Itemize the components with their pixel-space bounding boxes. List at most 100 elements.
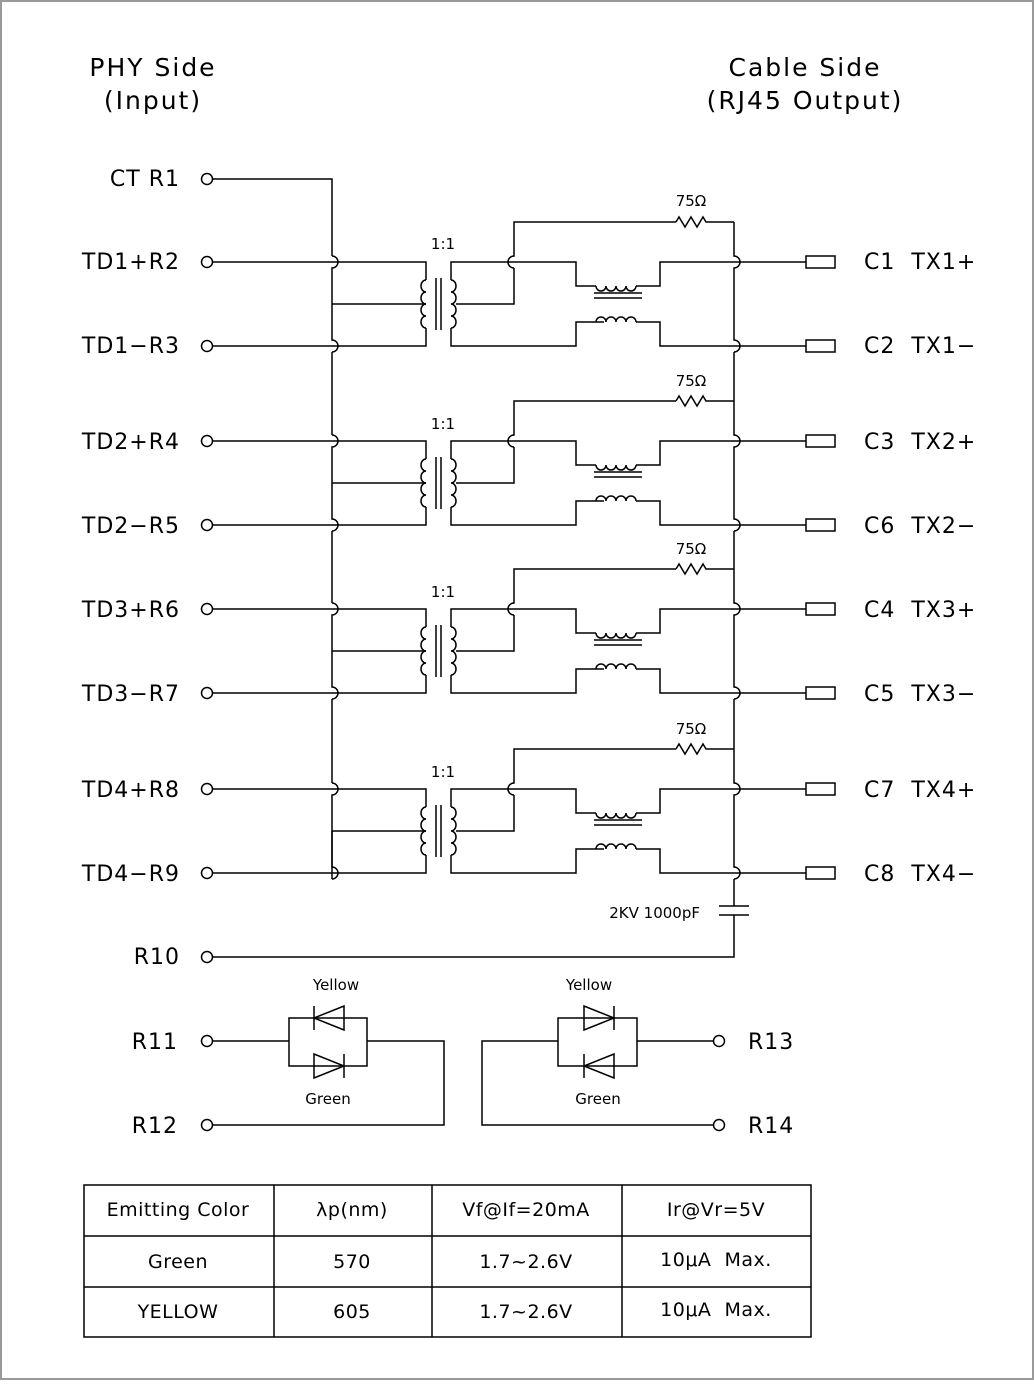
channel-3: TD3+R6 TD3−R7 C4 TX3+ C5 TX3− 1:1 75Ω <box>81 540 975 707</box>
wire <box>213 328 427 347</box>
wire <box>213 440 427 459</box>
capacitor-label: 2KV 1000pF <box>609 904 700 922</box>
resistor-label: 75Ω <box>676 720 707 738</box>
transformer-ratio-label: 1:1 <box>431 763 455 781</box>
phy-side-title: PHY Side <box>89 53 216 82</box>
r10-label: R10 <box>134 945 180 970</box>
pin-label-td1-minus: TD1−R3 <box>81 334 180 359</box>
led-right-bottom-color: Green <box>575 1090 620 1108</box>
transformer-secondary-coil <box>450 626 457 676</box>
resistor-75-ohm <box>675 742 734 756</box>
wire <box>456 447 515 484</box>
wire <box>456 795 515 832</box>
rj45-pin <box>805 255 836 269</box>
table-header-cell: Ir@Vr=5V <box>667 1199 765 1221</box>
table-header-cell: Emitting Color <box>107 1199 250 1221</box>
pin-circle <box>200 1118 214 1132</box>
wire <box>507 748 676 796</box>
wire <box>507 221 676 269</box>
table-cell: 570 <box>333 1251 371 1273</box>
table-cell: 10μA Max. <box>660 1299 772 1321</box>
choke-coil-bottom <box>595 663 637 670</box>
channel-2: TD2+R4 TD2−R5 C3 TX2+ C6 TX2− 1:1 75Ω <box>81 372 976 539</box>
rj45-pin <box>805 782 836 796</box>
rj45-pin <box>805 339 836 353</box>
pin-circle <box>200 866 214 880</box>
wire <box>733 222 741 353</box>
wire <box>636 500 728 526</box>
led-spec-table: Emitting Color λp(nm) Vf@If=20mA Ir@Vr=5… <box>107 1199 772 1323</box>
wire <box>733 569 741 700</box>
phy-side-subtitle: (Input) <box>104 86 202 115</box>
led-diode-yellow <box>311 1004 345 1032</box>
pin-circle <box>712 1118 726 1132</box>
table-header-cell: λp(nm) <box>316 1199 388 1221</box>
wire <box>636 321 728 347</box>
wire <box>514 608 596 634</box>
pin-label-td4-minus: TD4−R9 <box>81 862 180 887</box>
pin-circle <box>200 950 214 964</box>
table-cell: 1.7~2.6V <box>479 1301 572 1323</box>
transformer-ratio-label: 1:1 <box>431 583 455 601</box>
channel-4: TD4+R8 TD4−R9 C7 TX4+ C8 TX4− 1:1 75Ω <box>81 720 976 887</box>
wire <box>557 1017 713 1067</box>
table-cell: 10μA Max. <box>660 1249 772 1271</box>
wire <box>636 848 728 874</box>
pin-circle <box>200 255 214 269</box>
pin-label-c3-tx2-plus: C3 TX2+ <box>864 430 976 455</box>
wire <box>213 608 427 627</box>
choke-coil-top <box>595 812 637 819</box>
pin-label-td1-plus: TD1+R2 <box>81 250 180 275</box>
pin-label-c7-tx4-plus: C7 TX4+ <box>864 778 976 803</box>
transformer-secondary-coil <box>450 279 457 329</box>
channel-1: TD1+R2 TD1−R3 C1 TX1+ C2 TX1− 1:1 75Ω <box>81 192 976 359</box>
pin-circle <box>200 518 214 532</box>
wire <box>450 440 514 459</box>
led-diode-yellow <box>583 1004 617 1032</box>
wire <box>456 615 515 652</box>
wire <box>636 788 728 814</box>
pin-label-td3-minus: TD3−R7 <box>81 682 180 707</box>
cable-side-title: Cable Side <box>729 53 882 82</box>
wire <box>514 788 596 814</box>
pin-label-c1-tx1-plus: C1 TX1+ <box>864 250 976 275</box>
pin-label-td2-plus: TD2+R4 <box>81 430 180 455</box>
led-diode-green <box>581 1052 615 1080</box>
choke-coil-bottom <box>595 316 637 323</box>
pin-circle <box>200 434 214 448</box>
table-header-row: Emitting Color λp(nm) Vf@If=20mA Ir@Vr=5… <box>107 1199 765 1221</box>
choke-coil-bottom <box>595 495 637 502</box>
transformer-ratio-label: 1:1 <box>431 415 455 433</box>
wire <box>213 1017 368 1067</box>
table-cell: 605 <box>333 1301 371 1323</box>
rj45-pin <box>805 434 836 448</box>
choke-coil-top <box>595 464 637 471</box>
resistor-label: 75Ω <box>676 192 707 210</box>
pin-circle <box>712 1034 726 1048</box>
table-header-cell: Vf@If=20mA <box>462 1199 590 1221</box>
transformer-secondary-coil <box>450 806 457 856</box>
pin-circle <box>200 686 214 700</box>
wire <box>213 855 427 874</box>
r13-label: R13 <box>748 1030 794 1055</box>
wire <box>450 848 604 874</box>
wire <box>514 261 596 287</box>
rj45-pin <box>805 686 836 700</box>
wire <box>456 268 515 305</box>
ct-r1-label: CT R1 <box>110 167 180 192</box>
wire <box>450 668 604 694</box>
circuit-wiring <box>83 178 836 1338</box>
r11-label: R11 <box>132 1030 178 1055</box>
pin-label-c2-tx1-minus: C2 TX1− <box>864 334 976 359</box>
choke-coil-top <box>595 285 637 292</box>
wire <box>213 178 333 256</box>
led-left-top-color: Yellow <box>312 976 359 994</box>
table-cell: YELLOW <box>137 1301 219 1323</box>
pin-circle <box>200 1034 214 1048</box>
choke-coil-top <box>595 632 637 639</box>
r12-label: R12 <box>132 1114 178 1139</box>
wire <box>636 608 728 634</box>
wire <box>507 400 676 448</box>
